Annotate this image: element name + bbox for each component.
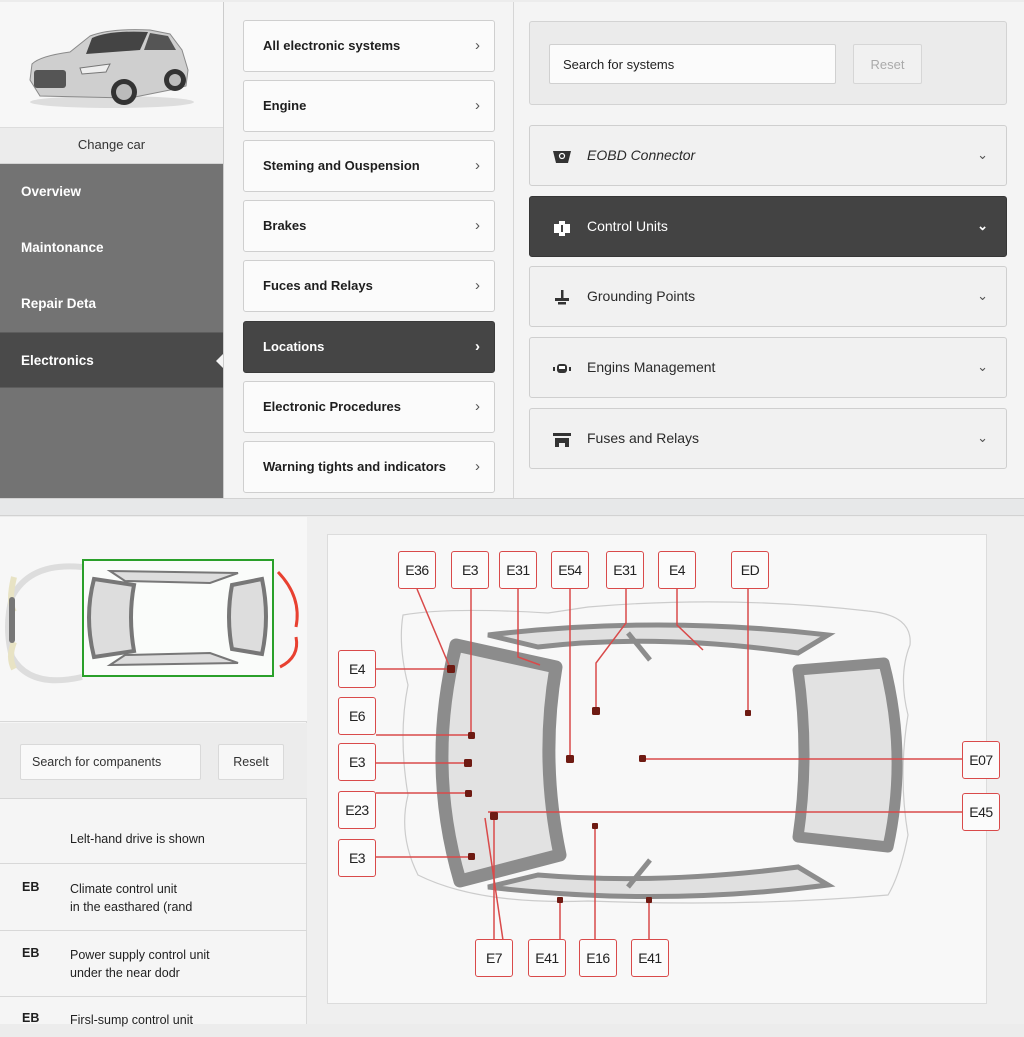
category-label: Engine xyxy=(263,98,307,113)
location-tag[interactable]: E54 xyxy=(551,551,589,589)
component-panel: Reselt Lelt-hand drive is shown EB Clima… xyxy=(0,517,307,1027)
system-label: Engins Management xyxy=(587,359,716,375)
category-fuses-relays[interactable]: Fuces and Relays › xyxy=(243,260,495,312)
component-desc-line1: Power supply control unit xyxy=(70,948,210,962)
location-tag[interactable]: E41 xyxy=(528,939,566,977)
chevron-right-icon: › xyxy=(475,398,480,415)
chevron-down-icon: ⌄ xyxy=(977,288,988,303)
category-brakes[interactable]: Brakes › xyxy=(243,200,495,252)
fuse-box-icon xyxy=(553,433,571,447)
top-section: Change car Overview Maintonance Repair D… xyxy=(0,0,1024,498)
system-label: Fuses and Relays xyxy=(587,430,700,446)
system-search-bar: Reset xyxy=(529,21,1007,105)
category-label: All electronic systems xyxy=(263,38,401,53)
location-tag[interactable]: E36 xyxy=(398,551,436,589)
sidebar: Change car Overview Maintonance Repair D… xyxy=(0,2,224,498)
chevron-down-icon: ⌄ xyxy=(977,359,988,374)
category-list: All electronic systems › Engine › Steming … xyxy=(224,2,514,498)
ground-icon xyxy=(555,290,569,305)
location-tag[interactable]: E4 xyxy=(658,551,696,589)
change-car-button[interactable]: Change car xyxy=(0,128,223,164)
category-label: Brakes xyxy=(263,218,307,233)
component-code: EB xyxy=(22,946,40,960)
system-reset-button[interactable]: Reset xyxy=(853,44,922,84)
category-label: Steming and Ouspension xyxy=(263,158,420,173)
section-divider xyxy=(0,498,1024,516)
location-tag[interactable]: E31 xyxy=(606,551,644,589)
list-item[interactable]: EB Power supply control unit under the n… xyxy=(0,931,307,997)
location-tag[interactable]: E3 xyxy=(338,839,376,877)
car-overview-minimap[interactable] xyxy=(0,517,307,722)
location-tag[interactable]: E3 xyxy=(338,743,376,781)
control-unit-icon xyxy=(554,221,570,236)
system-search-input[interactable] xyxy=(549,44,836,84)
category-electronic-procedures[interactable]: Electronic Procedures › xyxy=(243,381,495,433)
component-desc-line2: in the easthared (rand xyxy=(70,900,193,914)
chevron-right-icon: › xyxy=(475,338,480,355)
location-tag[interactable]: E41 xyxy=(631,939,669,977)
car-icon xyxy=(29,29,194,108)
systems-panel: Reset EOBD Connector ⌄ Control Units ⌄ G… xyxy=(514,2,1024,498)
component-code: EB xyxy=(22,880,40,894)
drive-note-text: Lelt-hand drive is shown xyxy=(70,832,205,846)
location-tag[interactable]: E16 xyxy=(579,939,617,977)
system-label: Grounding Points xyxy=(587,288,696,304)
system-engine-management[interactable]: Engins Management ⌄ xyxy=(529,337,1007,398)
component-desc-line1: Climate control unit xyxy=(70,882,177,896)
sidebar-item-maintenance[interactable]: Maintonance xyxy=(21,240,104,255)
category-label: Locations xyxy=(263,339,325,354)
location-tag[interactable]: E07 xyxy=(962,741,1000,779)
system-fuses-relays[interactable]: Fuses and Relays ⌄ xyxy=(529,408,1007,469)
location-diagram-panel: E36 E3 E31 E54 E31 E4 ED E4 E6 E3 E23 E3… xyxy=(307,517,1024,1024)
component-desc-line2: under the near dodr xyxy=(70,966,180,980)
location-tag[interactable]: E23 xyxy=(338,791,376,829)
location-tag[interactable]: E6 xyxy=(338,697,376,735)
sidebar-item-electronics[interactable]: Electronics xyxy=(0,332,223,388)
sidebar-item-overview[interactable]: Overview xyxy=(21,184,82,199)
component-code: EB xyxy=(22,1011,40,1025)
location-tag[interactable]: E4 xyxy=(338,650,376,688)
list-item[interactable]: EB Firsl-sump control unit xyxy=(0,997,307,1037)
chevron-right-icon: › xyxy=(475,217,480,234)
category-locations[interactable]: Locations › xyxy=(243,321,495,373)
category-engine[interactable]: Engine › xyxy=(243,80,495,132)
category-label: Electronic Procedures xyxy=(263,399,401,414)
car-topview-thumbnail-icon xyxy=(5,559,299,684)
location-diagram: E36 E3 E31 E54 E31 E4 ED E4 E6 E3 E23 E3… xyxy=(327,534,1000,1004)
system-label: Control Units xyxy=(587,218,668,234)
chevron-right-icon: › xyxy=(475,157,480,174)
category-label: Warning tights and indicators xyxy=(263,459,446,474)
component-desc-line1: Firsl-sump control unit xyxy=(70,1013,193,1027)
location-tag[interactable]: E45 xyxy=(962,793,1000,831)
car-image xyxy=(0,2,223,128)
chevron-down-icon: ⌄ xyxy=(977,147,988,162)
chevron-right-icon: › xyxy=(475,277,480,294)
chevron-right-icon: › xyxy=(475,97,480,114)
location-tag[interactable]: ED xyxy=(731,551,769,589)
category-all-electronic-systems[interactable]: All electronic systems › xyxy=(243,20,495,72)
system-control-units[interactable]: Control Units ⌄ xyxy=(529,196,1007,257)
category-label: Fuces and Relays xyxy=(263,278,373,293)
chevron-right-icon: › xyxy=(475,37,480,54)
chevron-down-icon: ⌄ xyxy=(977,430,988,445)
location-tag[interactable]: E7 xyxy=(475,939,513,977)
system-label: EOBD Connector xyxy=(587,147,696,163)
category-warning-lights[interactable]: Warning tights and indicators › xyxy=(243,441,495,493)
component-search-input[interactable] xyxy=(20,744,201,780)
car-topview-diagram-icon xyxy=(376,588,964,948)
sidebar-item-repair-data[interactable]: Repair Deta xyxy=(21,296,97,311)
system-grounding-points[interactable]: Grounding Points ⌄ xyxy=(529,266,1007,327)
list-item[interactable]: EB Climate control unit in the easthared… xyxy=(0,864,307,931)
chevron-right-icon: › xyxy=(475,458,480,475)
obd-connector-icon xyxy=(553,151,571,163)
location-tag[interactable]: E31 xyxy=(499,551,537,589)
component-reset-button[interactable]: Reselt xyxy=(218,744,284,780)
system-eobd-connector[interactable]: EOBD Connector ⌄ xyxy=(529,125,1007,186)
engine-icon xyxy=(553,364,571,373)
chevron-down-icon: ⌄ xyxy=(977,218,988,233)
category-steering-suspension[interactable]: Steming and Ouspension › xyxy=(243,140,495,192)
location-tag[interactable]: E3 xyxy=(451,551,489,589)
drive-note: Lelt-hand drive is shown xyxy=(0,800,307,864)
component-search-bar: Reselt xyxy=(0,723,307,799)
